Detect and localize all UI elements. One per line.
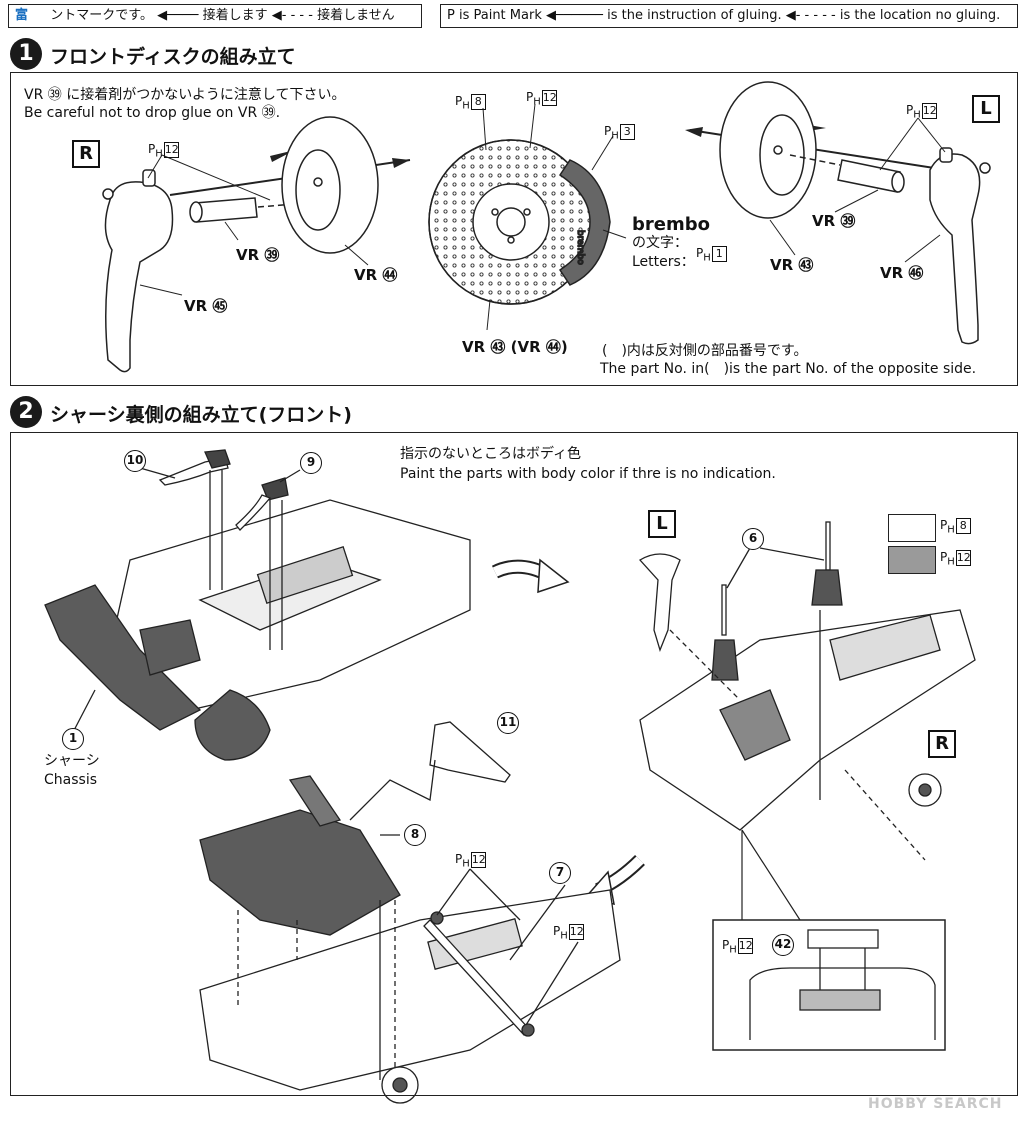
chassis-label-jp: シャーシ bbox=[44, 753, 100, 769]
part-6-callout: 6 bbox=[742, 528, 764, 550]
pin-right bbox=[837, 159, 905, 193]
step1-number: 1 bbox=[10, 38, 42, 70]
step2-number: 2 bbox=[10, 396, 42, 428]
label-vr39-right: VR ㊴ bbox=[812, 212, 856, 230]
step1-title: フロントディスクの組み立て bbox=[50, 46, 296, 68]
side-label-r: R bbox=[72, 140, 100, 168]
step1-note-en: Be careful not to drop glue on VR ㊴. bbox=[24, 105, 281, 121]
shock-6b bbox=[811, 521, 843, 606]
part-7-callout: 7 bbox=[549, 862, 571, 884]
part-42-callout: 42 bbox=[772, 934, 794, 956]
no-glue-arrow-icon: ◀- - - - bbox=[271, 8, 313, 23]
side-label-l-step2: L bbox=[648, 510, 676, 538]
brembo-en: Letters： bbox=[632, 254, 695, 270]
brake-disc bbox=[428, 139, 594, 305]
hobby-logo: 富 bbox=[15, 8, 29, 23]
shock-6a bbox=[711, 584, 739, 681]
part-9-callout: 9 bbox=[300, 452, 322, 474]
legend-jp-no-glue: 接着しません bbox=[317, 8, 395, 23]
part-11-callout: 11 bbox=[497, 712, 519, 734]
strut-l bbox=[638, 553, 681, 652]
legend-en-no-glue: is the location no gluing. bbox=[839, 8, 1001, 23]
side-label-r-step2: R bbox=[928, 730, 956, 758]
label-vr45: VR ㊺ bbox=[184, 297, 228, 315]
inset-drawing bbox=[749, 929, 936, 1040]
watermark: HOBBY SEARCH bbox=[868, 1096, 1003, 1112]
legend-en: P is Paint Mark ◀────── is the instructi… bbox=[440, 4, 1018, 28]
step2-panel bbox=[10, 432, 1018, 1096]
step2-title: シャーシ裏側の組み立て(フロント) bbox=[50, 404, 352, 426]
paint-note-en: Paint the parts with body color if thre … bbox=[400, 466, 776, 482]
glue-arrow-icon: ◀──── bbox=[157, 8, 199, 23]
knuckle-r bbox=[102, 169, 174, 373]
no-glue-arrow-icon-en: ◀- - - - - bbox=[785, 8, 836, 23]
hub-r bbox=[908, 773, 942, 807]
step1-note-jp: VR ㊴ に接着剤がつかないように注意して下さい。 bbox=[24, 87, 346, 103]
part9-stay bbox=[235, 477, 289, 531]
disc-back-right bbox=[719, 81, 817, 219]
legend-jp-glue: 接着します bbox=[202, 8, 268, 23]
opposite-note-en: The part No. in( )is the part No. of the… bbox=[600, 361, 977, 377]
part11-brace bbox=[429, 721, 511, 783]
brake-caliper: brembo bbox=[558, 159, 611, 286]
legend-jp: 富 ントマークです。 ◀──── 接着します ◀- - - - 接着しません bbox=[8, 4, 422, 28]
step1-panel bbox=[10, 72, 1018, 386]
opposite-note-jp: ( )内は反対側の部品番号です。 bbox=[602, 343, 808, 359]
disc-back-left bbox=[281, 116, 379, 254]
part7-tierod bbox=[423, 911, 535, 1037]
label-vr43: VR ㊸ bbox=[770, 256, 814, 274]
swatch-gray bbox=[888, 546, 936, 574]
part8-undercover bbox=[199, 775, 401, 936]
part-1-callout: 1 bbox=[62, 728, 84, 750]
swatch-white bbox=[888, 514, 936, 542]
chassis-label-en: Chassis bbox=[44, 772, 97, 788]
brembo-jp: の文字： bbox=[632, 235, 688, 251]
legend-jp-start: ントマークです。 bbox=[50, 8, 153, 23]
hub-bottom bbox=[381, 1066, 419, 1104]
chassis-dark-part bbox=[44, 584, 271, 761]
legend-en-glue: is the instruction of gluing. bbox=[607, 8, 782, 23]
paint-note-jp: 指示のないところはボディ色 bbox=[400, 446, 582, 462]
label-vr46: VR ㊻ bbox=[880, 264, 924, 282]
glue-arrow-icon-en: ◀────── bbox=[546, 8, 603, 23]
part-8-callout: 8 bbox=[404, 824, 426, 846]
label-vr43-disc: VR ㊸ (VR ㊹) bbox=[462, 338, 568, 356]
brembo-text: brembo bbox=[632, 214, 710, 235]
side-label-l: L bbox=[972, 95, 1000, 123]
label-vr44: VR ㊹ bbox=[354, 266, 398, 284]
knuckle-l bbox=[929, 147, 991, 345]
legend-en-paint: P is Paint Mark bbox=[447, 8, 542, 23]
svg-text:brembo: brembo bbox=[575, 230, 585, 265]
part10-stay bbox=[158, 449, 231, 486]
label-vr39-left: VR ㊴ bbox=[236, 246, 280, 264]
part-10-callout: 10 bbox=[124, 450, 146, 472]
pin-left bbox=[189, 197, 258, 223]
